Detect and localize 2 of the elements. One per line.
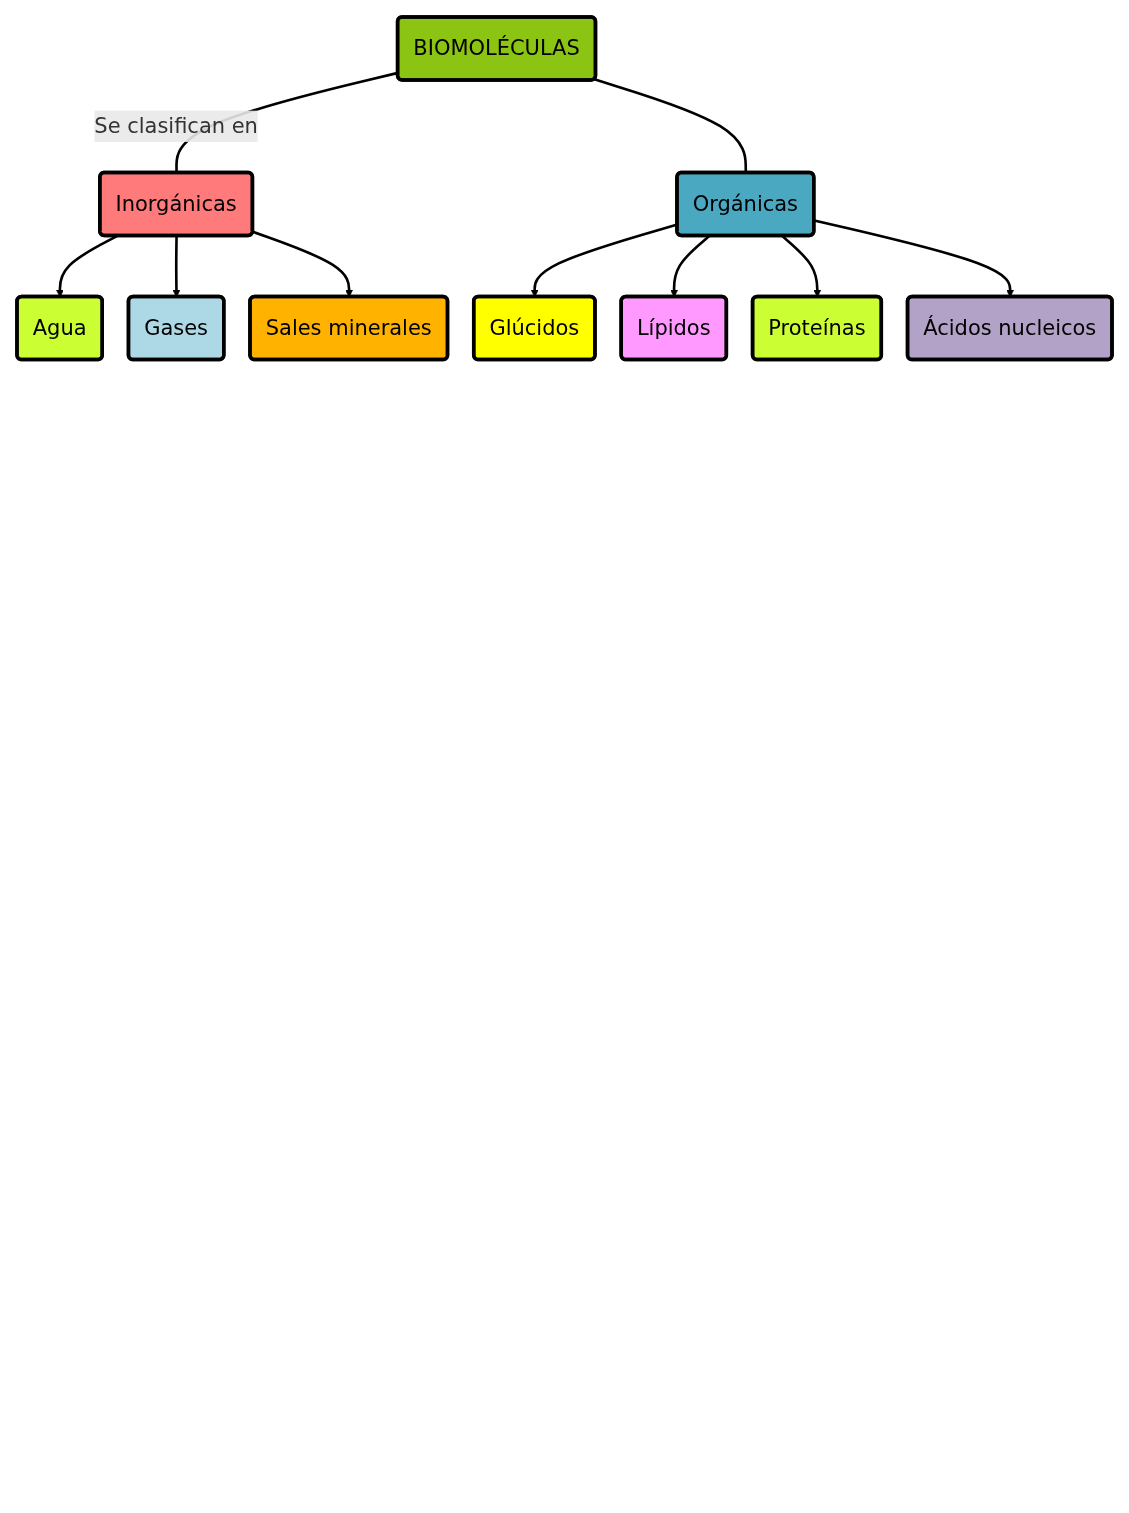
edge-label: Se clasifican en [94,113,258,139]
connector [593,78,748,173]
